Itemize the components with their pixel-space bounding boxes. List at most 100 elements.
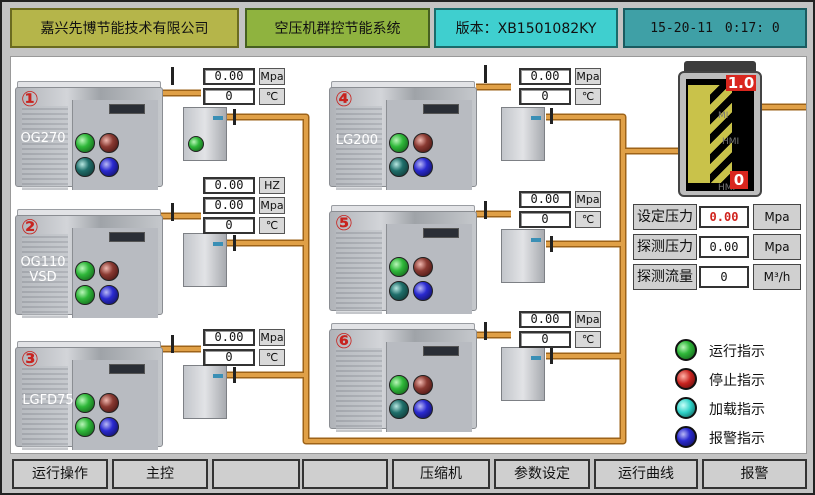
system-title: 空压机群控节能系统 xyxy=(245,8,430,48)
run-lamp xyxy=(389,375,409,395)
c2-freq-value: 0.00 xyxy=(203,177,255,194)
c3-pressure-unit: Mpa xyxy=(259,329,285,346)
stop-lamp xyxy=(413,133,433,153)
load-lamp xyxy=(75,285,95,305)
compressor-number: ⑤ xyxy=(335,211,353,235)
c2-temp-value: 0 xyxy=(203,217,255,234)
compressor-5[interactable]: ⑤ xyxy=(329,205,477,314)
legend-stop-icon xyxy=(675,368,697,390)
status-lamps xyxy=(75,393,131,449)
load-lamp xyxy=(75,417,95,437)
run-lamp xyxy=(75,393,95,413)
set-pressure-unit: Mpa xyxy=(753,204,801,230)
compressor-number: ④ xyxy=(335,87,353,111)
load-lamp xyxy=(389,157,409,177)
status-lamps xyxy=(389,257,445,313)
run-lamp xyxy=(389,133,409,153)
controller-screen xyxy=(109,232,145,242)
nav-run-curve[interactable]: 运行曲线 xyxy=(594,459,698,489)
compressor-number: ② xyxy=(21,215,39,239)
legend-load-icon xyxy=(675,397,697,419)
tank-label: HMI xyxy=(722,137,740,147)
detect-flow-label: 探测流量 xyxy=(633,264,697,290)
tank-level-scale xyxy=(710,85,732,183)
compressor-3[interactable]: ③ LGFD75 xyxy=(15,341,163,450)
compressor-vent xyxy=(22,234,68,318)
alarm-lamp xyxy=(413,157,433,177)
dryer-1[interactable] xyxy=(183,107,227,161)
load-lamp xyxy=(389,281,409,301)
compressor-4[interactable]: ④ LG200 xyxy=(329,81,477,190)
c1-temp-value: 0 xyxy=(203,88,255,105)
dryer-3[interactable] xyxy=(183,365,227,419)
c5-pressure-unit: Mpa xyxy=(575,191,601,208)
dryer-4[interactable] xyxy=(501,107,545,161)
run-lamp xyxy=(75,133,95,153)
compressor-model: LGFD75 xyxy=(22,393,74,408)
alarm-lamp xyxy=(99,417,119,437)
tank-max-value: 1.0 xyxy=(726,74,756,92)
compressor-model: OG110 VSD xyxy=(19,255,67,285)
dryer-2[interactable] xyxy=(183,233,227,287)
set-pressure-value[interactable]: 0.00 xyxy=(699,206,749,228)
tank-cap xyxy=(684,61,756,73)
c2-freq-unit: HZ xyxy=(259,177,285,194)
nav-parameter-settings[interactable]: 参数设定 xyxy=(494,459,590,489)
detect-pressure-value: 0.00 xyxy=(699,236,749,258)
load-lamp xyxy=(389,399,409,419)
tank-label: HMI xyxy=(718,183,736,193)
version-label: 版本：XB1501082KY xyxy=(434,8,618,48)
nav-compressor[interactable]: 压缩机 xyxy=(392,459,490,489)
c4-temp-unit: ℃ xyxy=(575,88,601,105)
c6-pressure-unit: Mpa xyxy=(575,311,601,328)
c6-pressure-value: 0.00 xyxy=(519,311,571,328)
dryer-run-lamp xyxy=(188,136,204,152)
c4-temp-value: 0 xyxy=(519,88,571,105)
nav-blank-1[interactable] xyxy=(212,459,300,489)
c3-pressure-value: 0.00 xyxy=(203,329,255,346)
legend-run-label: 运行指示 xyxy=(709,344,765,360)
c6-temp-value: 0 xyxy=(519,331,571,348)
nav-run-operation[interactable]: 运行操作 xyxy=(12,459,108,489)
compressor-model: OG270 xyxy=(20,131,66,146)
c6-temp-unit: ℃ xyxy=(575,331,601,348)
compressor-2[interactable]: ② OG110 VSD xyxy=(15,209,163,318)
compressor-number: ⑥ xyxy=(335,329,353,353)
compressor-number: ① xyxy=(21,87,39,111)
stop-lamp xyxy=(99,133,119,153)
compressor-6[interactable]: ⑥ xyxy=(329,323,477,432)
detect-flow-unit: M³/h xyxy=(753,264,801,290)
time-text: 0:17: 0 xyxy=(724,20,780,36)
compressor-model: LG200 xyxy=(335,133,379,148)
air-tank-gauge: MI HMI HMI 1.0 0 xyxy=(678,61,762,199)
controller-screen xyxy=(423,228,459,238)
main-panel: ① OG270 ② OG110 VSD xyxy=(10,56,807,454)
c4-pressure-unit: Mpa xyxy=(575,68,601,85)
status-lamps xyxy=(389,133,445,189)
alarm-lamp xyxy=(413,399,433,419)
c5-pressure-value: 0.00 xyxy=(519,191,571,208)
stop-lamp xyxy=(413,257,433,277)
compressor-1[interactable]: ① OG270 xyxy=(15,81,163,190)
model-line-2: VSD xyxy=(29,270,57,285)
nav-alarm[interactable]: 报警 xyxy=(702,459,807,489)
c1-temp-unit: ℃ xyxy=(259,88,285,105)
compressor-vent xyxy=(336,348,382,432)
c5-temp-unit: ℃ xyxy=(575,211,601,228)
stop-lamp xyxy=(99,393,119,413)
compressor-vent xyxy=(336,230,382,314)
c1-pressure-value: 0.00 xyxy=(203,68,255,85)
controller-screen xyxy=(109,364,145,374)
legend-alarm-icon xyxy=(675,426,697,448)
c4-pressure-value: 0.00 xyxy=(519,68,571,85)
c2-pressure-unit: Mpa xyxy=(259,197,285,214)
nav-main-control[interactable]: 主控 xyxy=(112,459,208,489)
nav-blank-2[interactable] xyxy=(302,459,388,489)
legend-load-label: 加载指示 xyxy=(709,402,765,418)
dryer-6[interactable] xyxy=(501,347,545,401)
dryer-5[interactable] xyxy=(501,229,545,283)
controller-screen xyxy=(423,104,459,114)
controller-screen xyxy=(423,346,459,356)
compressor-vent xyxy=(22,366,68,450)
